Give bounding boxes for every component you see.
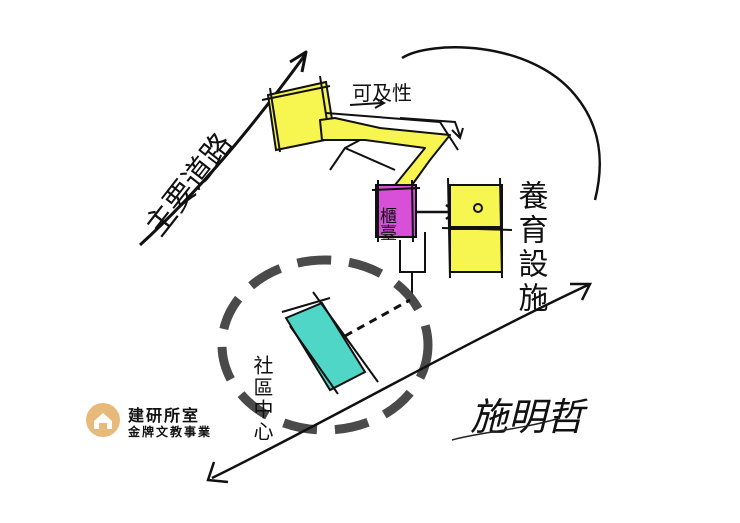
logo-subtitle: 金牌文教事業	[128, 425, 213, 439]
front-desk-block	[371, 179, 421, 243]
signature-stroke	[451, 417, 561, 441]
front-desk-label-line1: 櫃臺	[376, 207, 397, 241]
house-icon	[86, 403, 120, 437]
accessibility-label: 可及性	[352, 81, 412, 105]
accessibility-path	[319, 112, 459, 186]
enclosure-arc	[401, 46, 601, 201]
logo-title: 建研所室	[128, 406, 201, 425]
connector-lines	[329, 139, 396, 171]
community-link	[344, 298, 411, 338]
main-road-arrow	[138, 50, 308, 247]
front-desk-stem	[399, 232, 426, 295]
community-center-block	[281, 291, 379, 395]
accessibility-arrows	[349, 97, 464, 140]
service-facility-label: 養育設施	[513, 180, 549, 316]
service-facility-block	[441, 177, 513, 279]
community-center-label: 社區中心	[250, 355, 274, 443]
double-arrow	[206, 282, 593, 484]
brand-logo: 建研所室 金牌文教事業	[86, 403, 296, 443]
main-road-label: 主要道路	[139, 127, 240, 243]
community-circle	[217, 255, 433, 435]
